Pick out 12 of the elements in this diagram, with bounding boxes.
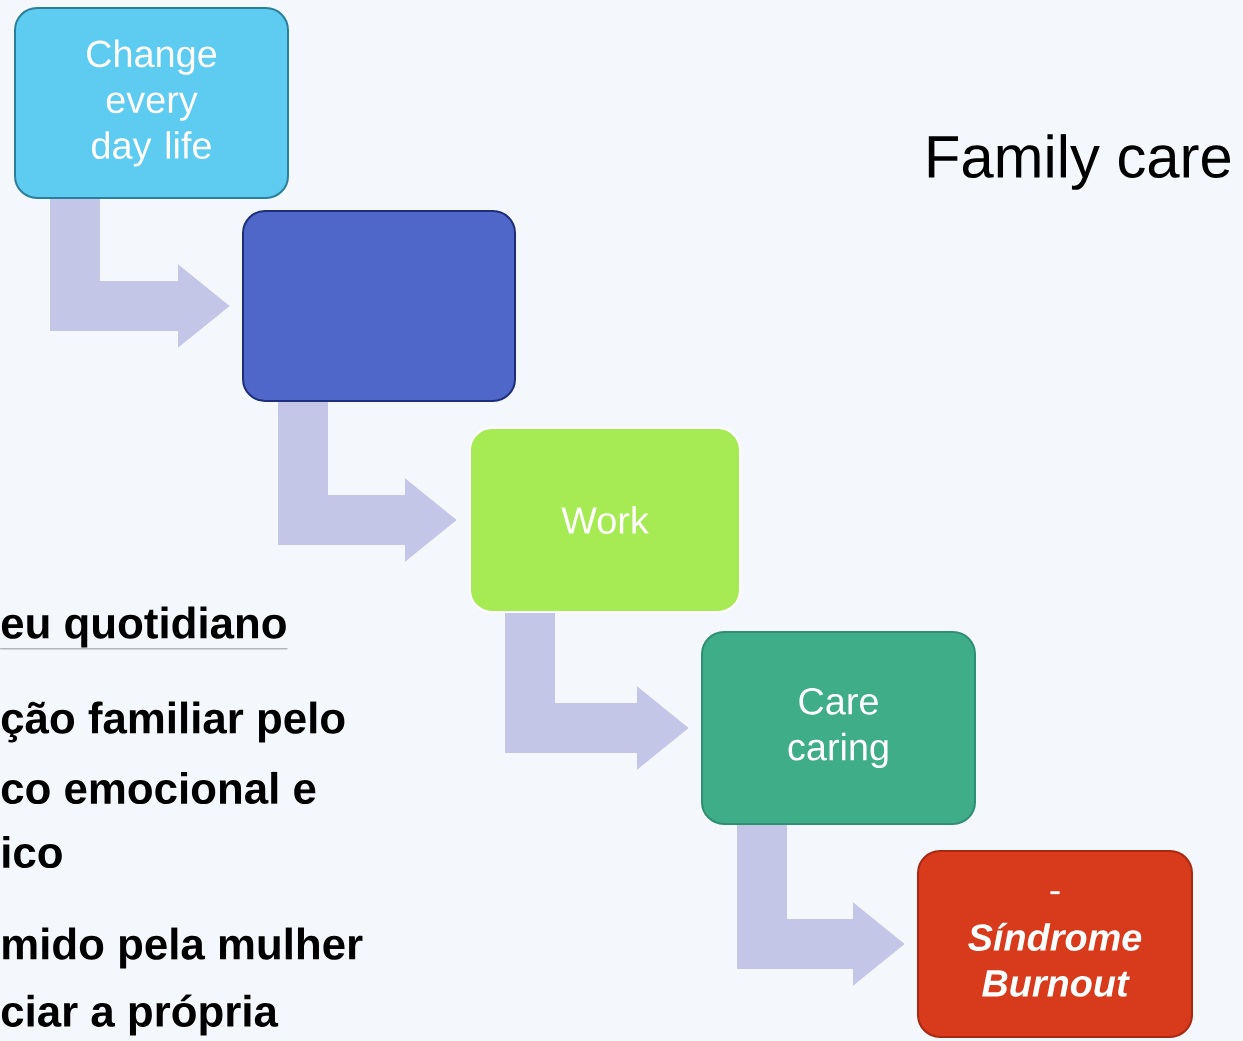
process-box: Care caring <box>701 631 976 825</box>
process-box: Work <box>469 427 741 613</box>
body-text: ção familiar pelo <box>1 701 345 743</box>
body-text: eu quotidiano <box>0 606 288 650</box>
process-box: - Síndrome Burnout <box>917 850 1193 1038</box>
title: Family care <box>928 134 1231 190</box>
body-text: ciar a própria <box>1 994 279 1036</box>
body-text: mido pela mulher <box>3 927 363 969</box>
process-box: Change every day life <box>14 7 289 199</box>
empty-box <box>242 210 516 402</box>
body-text: ico <box>3 835 62 869</box>
body-text: co emocional e <box>1 771 316 805</box>
